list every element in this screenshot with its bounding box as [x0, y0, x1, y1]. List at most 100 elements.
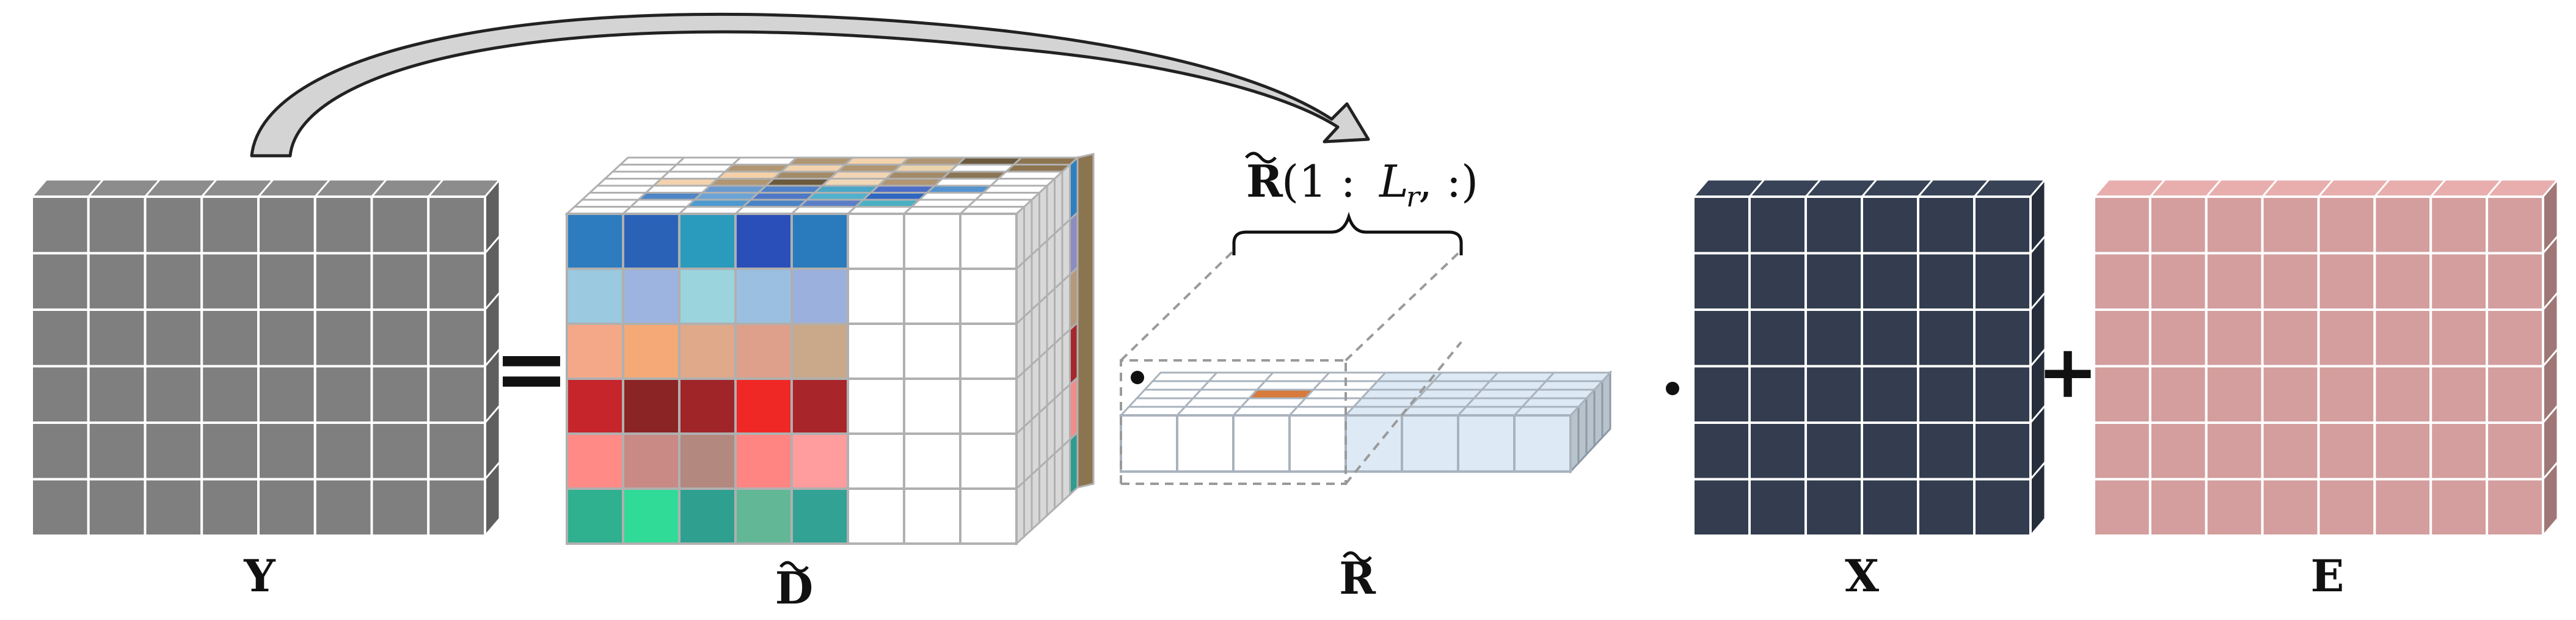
r-top-cell [1512, 406, 1581, 417]
y-cell [200, 195, 260, 255]
r-dashed-outline [1120, 249, 1462, 485]
d-top-cell [917, 192, 986, 201]
d-top-cell [659, 170, 728, 180]
dot-operator-2 [1666, 382, 1679, 395]
y-cell [370, 365, 430, 424]
d-side-cell [1069, 430, 1079, 497]
d-top-cell [827, 170, 896, 180]
tensor-r [1118, 249, 1613, 485]
r-top-cell [1206, 371, 1275, 382]
d-front-cell [847, 432, 905, 490]
e-cell [2205, 252, 2264, 311]
x-cell [1804, 252, 1863, 311]
r-side-cell [1593, 379, 1604, 448]
x-cell [1861, 365, 1919, 424]
brace-annotation: R (1 : L r , :) [1232, 151, 1478, 255]
x-cell [1917, 252, 1976, 311]
d-front-cell [790, 268, 849, 325]
d-top-cell [786, 156, 855, 166]
label-r: R [1339, 552, 1376, 604]
e-cell [2093, 308, 2151, 368]
d-side-cell [1061, 382, 1071, 449]
y-cell [370, 195, 430, 255]
r-top-cell [1480, 380, 1549, 391]
label-d-tilde [779, 561, 809, 573]
y-top-line [201, 179, 217, 197]
d-top-cell [1004, 164, 1073, 173]
d-front-cell [566, 487, 624, 545]
d-top-cell [643, 184, 712, 194]
d-front-cell [622, 432, 680, 490]
x-cell [1973, 365, 2032, 424]
e-top-line [2318, 179, 2334, 197]
d-side-cell [1054, 279, 1064, 346]
x-cell [1861, 478, 1919, 537]
d-top-cell [965, 199, 1034, 208]
r-side-cell [1577, 396, 1588, 465]
d-top-cell [602, 170, 671, 180]
x-cell [1861, 195, 1919, 255]
e-side-line [2542, 292, 2559, 310]
equals-sign: = [493, 315, 570, 422]
y-top-line [314, 179, 330, 197]
x-cell [1973, 421, 2032, 481]
d-front-cell [959, 487, 1018, 545]
r-top-cell [1472, 388, 1541, 399]
d-top-cell [820, 178, 889, 187]
x-cell [1973, 478, 2032, 537]
e-side-line [2542, 348, 2559, 367]
d-back-face [1076, 153, 1095, 489]
e-top-line [2261, 179, 2278, 197]
d-top-cell [715, 170, 784, 180]
e-cell [2486, 308, 2544, 368]
x-cell [1861, 252, 1919, 311]
d-top-cell [988, 178, 1057, 187]
brace-open: (1 : [1282, 156, 1356, 207]
d-top-cell [980, 184, 1049, 194]
d-top-cell [861, 192, 930, 201]
y-cell [87, 308, 147, 368]
e-cell [2205, 365, 2264, 424]
e-cell [2486, 365, 2544, 424]
e-cell [2486, 195, 2544, 255]
x-cell [1804, 365, 1863, 424]
r-top-cell [1247, 388, 1316, 399]
d-side-cell [1038, 293, 1048, 360]
y-cell [144, 421, 203, 481]
e-cell [2261, 195, 2320, 255]
e-cell [2373, 308, 2432, 368]
dot-operator-1 [1131, 371, 1144, 384]
r-top-cell [1263, 371, 1332, 382]
d-top-cell [595, 178, 664, 187]
y-cell [427, 365, 486, 424]
d-side-cell [1031, 191, 1040, 257]
d-front-cell [959, 377, 1018, 435]
y-cell [370, 252, 430, 311]
d-side-cell [1054, 334, 1064, 401]
e-cell [2373, 478, 2432, 537]
y-top-line [428, 179, 444, 197]
y-cell [257, 252, 316, 311]
d-front-cell [734, 323, 793, 380]
d-front-cell [678, 323, 737, 380]
x-cell [1748, 252, 1807, 311]
e-cell [2373, 365, 2432, 424]
x-cell [1692, 421, 1751, 481]
x-cell [1861, 308, 1919, 368]
y-cell [427, 252, 486, 311]
y-cell [200, 252, 260, 311]
y-top-line [371, 179, 387, 197]
x-cell [1973, 195, 2032, 255]
d-top-cell [651, 178, 720, 187]
d-front-cell [790, 377, 849, 435]
y-cell [144, 478, 203, 537]
d-top-cell [580, 192, 649, 201]
d-side-cell [1023, 197, 1033, 264]
r-front-cell [1401, 414, 1459, 473]
x-cell [1917, 421, 1976, 481]
r-top-cell [1415, 388, 1484, 399]
e-cell [2205, 308, 2264, 368]
y-cell [313, 421, 373, 481]
x-cell [1748, 365, 1807, 424]
curved-arrow [250, 12, 1370, 158]
